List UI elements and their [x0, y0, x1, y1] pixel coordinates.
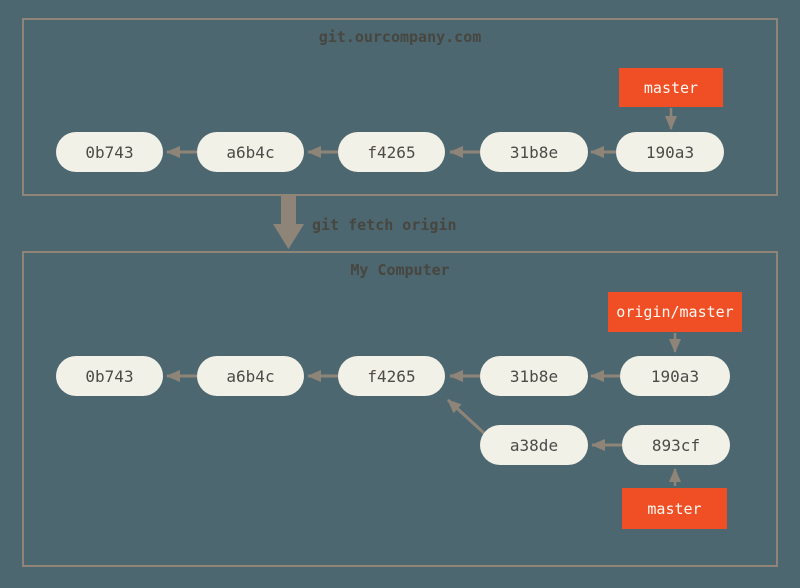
- remote-server-box: git.ourcompany.com: [22, 18, 778, 196]
- local-commit-node: 31b8e: [480, 356, 588, 396]
- local-commit-node: a6b4c: [197, 356, 304, 396]
- local-commit-node: f4265: [338, 356, 445, 396]
- local-feature-commit-node: a38de: [480, 425, 588, 465]
- remote-master-label: master: [619, 68, 723, 107]
- remote-commit-node: 31b8e: [480, 132, 588, 172]
- fetch-arrow-icon: [273, 194, 304, 249]
- arrow-local-a38de-f4265: [446, 398, 487, 436]
- remote-server-title: git.ourcompany.com: [318, 28, 482, 46]
- remote-commit-node: a6b4c: [197, 132, 304, 172]
- local-commit-node: 190a3: [620, 356, 730, 396]
- fetch-command-caption: git fetch origin: [312, 216, 457, 234]
- local-feature-commit-node: 893cf: [622, 425, 730, 465]
- local-origin-master-label: origin/master: [608, 292, 742, 332]
- local-master-label: master: [622, 488, 727, 529]
- local-computer-box: My Computer: [22, 251, 778, 567]
- local-commit-node: 0b743: [56, 356, 163, 396]
- remote-commit-node: 0b743: [56, 132, 163, 172]
- remote-commit-node: f4265: [338, 132, 445, 172]
- remote-commit-node: 190a3: [616, 132, 724, 172]
- local-computer-title: My Computer: [350, 261, 450, 279]
